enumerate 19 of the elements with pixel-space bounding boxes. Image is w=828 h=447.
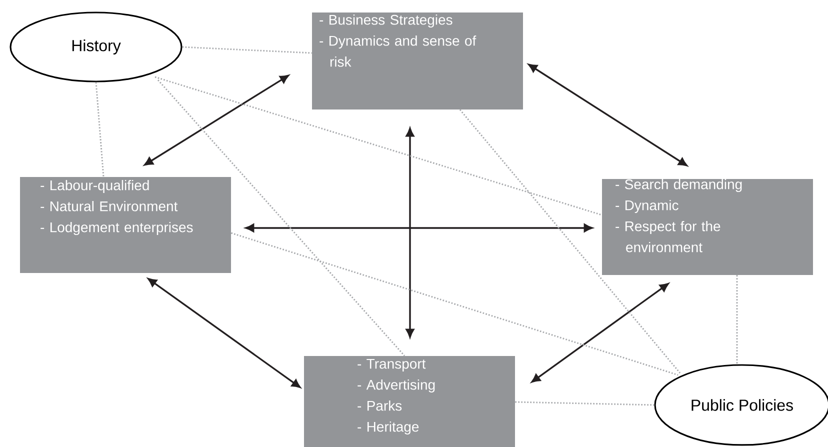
oval-node: History (10, 12, 182, 82)
double-arrow (144, 74, 289, 166)
dotted-line (157, 80, 406, 356)
dotted-line (459, 109, 681, 374)
double-arrow (528, 64, 688, 166)
dotted-line (154, 76, 602, 216)
dotted-line (95, 82, 104, 177)
double-arrow (148, 278, 301, 388)
text-box: - Labour-qualified - Natural Environment - Lodgement enterprises (20, 177, 231, 273)
dotted-line (230, 232, 678, 376)
dotted-line (736, 275, 738, 364)
dotted-line (182, 46, 312, 54)
double-arrow (406, 128, 414, 338)
double-arrow (245, 224, 593, 232)
text-box: - Business Strategies - Dynamics and sense of risk (312, 12, 523, 110)
double-arrow (531, 283, 669, 383)
text-box: - Transport - Advertising - Parks - Heritage (304, 356, 515, 447)
dotted-line (515, 401, 654, 406)
text-box: - Search demanding - Dynamic - Respect for the environment (602, 179, 813, 275)
